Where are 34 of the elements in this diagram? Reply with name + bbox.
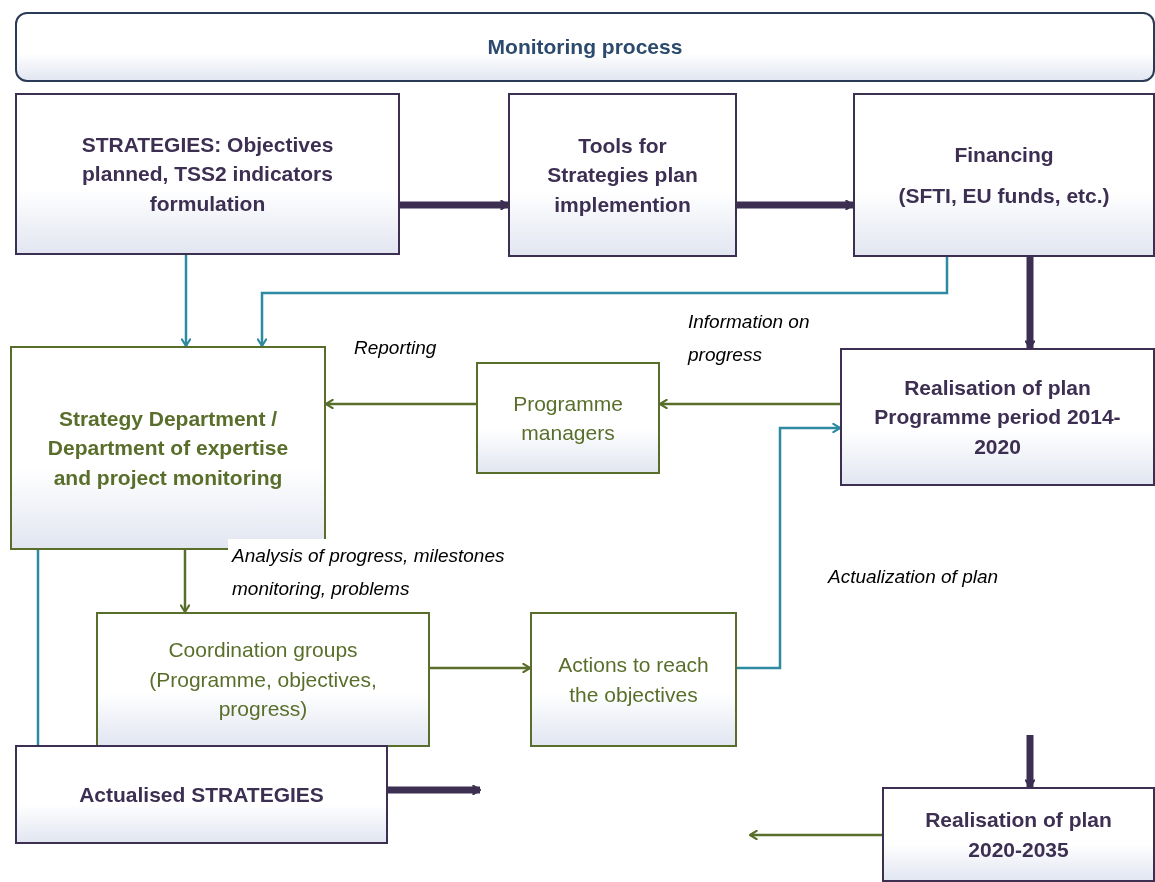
arrow	[748, 829, 882, 841]
arrow	[388, 784, 482, 796]
arrow	[430, 662, 532, 674]
process-box	[508, 93, 737, 257]
box-text: Financing	[954, 141, 1054, 168]
process-box	[476, 362, 660, 474]
title-banner	[15, 12, 1155, 82]
process-box	[15, 745, 388, 844]
arrow	[737, 199, 855, 211]
arrow	[180, 255, 192, 348]
box-text: Monitoring process	[487, 34, 683, 61]
arrow	[737, 422, 842, 670]
box-text: Actualised STRATEGIES	[79, 781, 324, 808]
box-text: Tools for Strategies plan implemention	[546, 132, 699, 218]
process-box	[853, 93, 1155, 257]
process-box	[15, 93, 400, 255]
box-text: (SFTI, EU funds, etc.)	[898, 183, 1110, 209]
box-text: Coordination groups (Programme, objectives, progress)	[148, 637, 378, 723]
box-text: Programme managers	[512, 390, 624, 446]
process-box	[840, 348, 1155, 486]
arrow	[179, 550, 191, 614]
process-box	[530, 612, 737, 747]
arrow	[256, 257, 949, 348]
process-box	[96, 612, 430, 747]
connector-line	[36, 550, 40, 745]
box-text: STRATEGIES: Objectives planned, TSS2 indicators formulation	[80, 131, 335, 217]
arrow	[400, 199, 510, 211]
box-text: Realisation of plan Programme period 2014-2020	[873, 374, 1122, 460]
box-text: Strategy Department / Department of expertise and project monitoring	[46, 405, 290, 491]
process-box	[882, 787, 1155, 882]
box-text: Realisation of plan 2020-2035	[924, 807, 1113, 863]
box-text: Actions to reach the objectives	[557, 652, 710, 708]
arrow	[1024, 257, 1036, 350]
process-box	[10, 346, 326, 550]
